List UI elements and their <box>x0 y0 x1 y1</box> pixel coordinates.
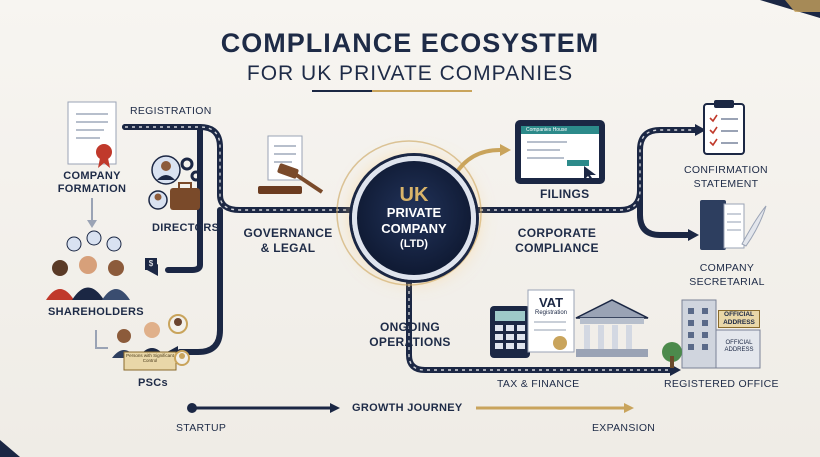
group-icon <box>46 230 130 300</box>
label-corporate-2: COMPLIANCE <box>515 241 599 255</box>
label-governance: GOVERNANCE & LEGAL <box>242 226 334 256</box>
clipboard-icon <box>703 100 745 155</box>
center-hub: UK PRIVATE COMPANY (LTD) <box>352 156 476 280</box>
label-company-formation: COMPANY FORMATION <box>50 170 134 196</box>
official-address-plate: OFFICIAL ADDRESS <box>724 340 754 353</box>
briefcase-icon <box>148 182 200 210</box>
vat-sub: Registration <box>534 310 567 316</box>
label-company-formation-2: FORMATION <box>57 183 127 195</box>
label-registration: REGISTRATION <box>130 105 212 117</box>
binder-icon <box>700 200 767 250</box>
official-address-sign: OFFICIAL ADDRESS <box>718 310 760 328</box>
label-corporate-1: CORPORATE <box>517 226 597 240</box>
title-rule-right <box>372 90 472 92</box>
label-growth-journey: GROWTH JOURNEY <box>352 402 463 414</box>
screen-header: Companies House <box>526 127 568 133</box>
hub-line-1: UK <box>399 184 429 206</box>
document-seal-icon <box>67 101 117 168</box>
title-rule-left <box>312 90 372 92</box>
label-expansion: EXPANSION <box>592 422 656 434</box>
label-confirmation-statement: CONFIRMATION STATEMENT <box>676 163 776 191</box>
label-governance-1: GOVERNANCE <box>243 226 333 240</box>
tablet-icon <box>515 120 605 184</box>
label-tax-finance: TAX & FINANCE <box>497 378 580 390</box>
hub-line-4: (LTD) <box>400 238 428 250</box>
label-company-secretarial: COMPANY SECRETARIAL <box>682 261 772 289</box>
label-confirmation-2: STATEMENT <box>693 178 759 190</box>
office-building-icon <box>662 299 761 369</box>
psc-people-icon <box>112 314 190 371</box>
label-corporate-compliance: CORPORATE COMPLIANCE <box>508 226 606 256</box>
label-governance-2: & LEGAL <box>260 241 316 255</box>
small-marker: $ <box>145 258 157 270</box>
label-ongoing-2: OPERATIONS <box>369 335 451 349</box>
label-confirmation-1: CONFIRMATION <box>684 164 768 176</box>
label-registered-office: REGISTERED OFFICE <box>664 378 779 390</box>
psc-plate: Persons with Significant Control <box>126 353 174 363</box>
growth-arrow <box>187 403 634 413</box>
label-startup: STARTUP <box>176 422 227 434</box>
label-shareholders: SHAREHOLDERS <box>48 306 144 318</box>
people-gear-icon <box>151 155 202 185</box>
vat-badge: VAT <box>538 295 564 310</box>
hub-line-3: COMPANY <box>381 221 447 236</box>
label-filings: FILINGS <box>540 187 590 201</box>
label-pscs: PSCs <box>138 377 168 389</box>
vat-document-icon <box>527 289 575 353</box>
bank-icon <box>575 299 649 357</box>
hub-line-2: PRIVATE <box>386 205 442 220</box>
gavel-icon <box>258 135 324 194</box>
label-company-formation-1: COMPANY <box>63 170 121 182</box>
label-secretarial-2: SECRETARIAL <box>689 276 765 288</box>
label-directors: DIRECTORS <box>152 222 220 234</box>
label-ongoing-1: ONGOING <box>379 320 441 334</box>
label-ongoing-operations: ONGOING OPERATIONS <box>364 320 456 350</box>
page-subtitle: FOR UK PRIVATE COMPANIES <box>246 62 574 85</box>
calculator-icon <box>490 306 530 358</box>
page-title: COMPLIANCE ECOSYSTEM <box>220 28 600 58</box>
label-secretarial-1: COMPANY <box>699 262 755 274</box>
